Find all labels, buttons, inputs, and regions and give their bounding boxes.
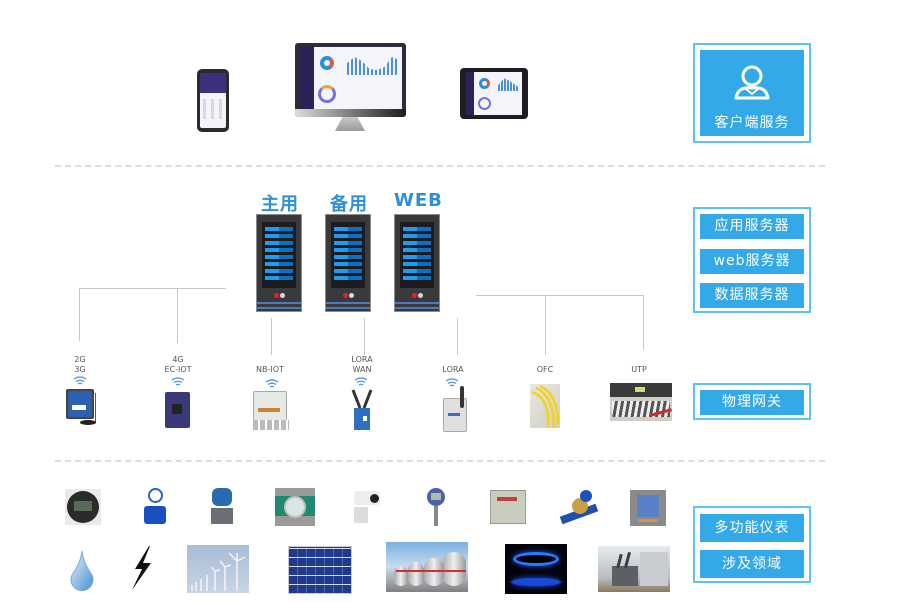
wifi-icon xyxy=(354,377,368,386)
tablet xyxy=(460,68,528,119)
tablet-sidebar xyxy=(466,72,474,115)
server-backup[interactable] xyxy=(325,214,371,312)
app-grid xyxy=(203,99,223,119)
status-led-icon xyxy=(418,293,423,298)
server-label-backup: 备用 xyxy=(330,194,368,215)
tablet-ring-icon xyxy=(478,97,491,110)
substation-transformer-image[interactable] xyxy=(598,546,670,592)
client-service-tag[interactable]: 客户端服务 xyxy=(700,50,804,136)
data-server-tag[interactable]: 数据服务器 xyxy=(700,283,804,308)
layer-divider-1 xyxy=(55,165,825,167)
gas-meter-image[interactable] xyxy=(490,490,526,524)
connector-left-horizontal xyxy=(79,288,226,289)
antenna-base-icon xyxy=(80,420,96,425)
tablet-donut-icon xyxy=(479,78,490,89)
power-led-icon xyxy=(412,293,417,298)
connector-lorawan xyxy=(364,318,365,355)
connector-right-horizontal xyxy=(476,295,644,296)
tablet-screen xyxy=(466,72,522,115)
oval-gear-flowmeter-image[interactable] xyxy=(275,488,315,526)
user-icon xyxy=(734,65,770,100)
solar-panel-image[interactable] xyxy=(288,546,352,594)
gateway-label-lora: LORA xyxy=(442,365,464,374)
lora-antenna-icon xyxy=(460,386,464,408)
status-led-icon xyxy=(280,293,285,298)
web-server-tag[interactable]: web服务器 xyxy=(700,249,804,274)
lightning-bolt-icon xyxy=(132,546,151,590)
smartphone xyxy=(197,69,229,132)
gateway-label-utp: UTP xyxy=(631,365,647,374)
monitor-screen xyxy=(299,47,402,109)
water-drop-icon xyxy=(70,550,94,592)
connector-4g xyxy=(177,288,178,343)
meter-panel: 多功能仪表 涉及领域 xyxy=(693,506,811,583)
gateway-lorawan-device[interactable] xyxy=(350,388,374,432)
desktop-monitor xyxy=(295,43,406,117)
power-led-icon xyxy=(274,293,279,298)
gas-flame-image[interactable] xyxy=(505,544,567,594)
bar-chart-icon xyxy=(347,57,397,75)
connector-utp xyxy=(643,295,644,350)
wifi-icon xyxy=(445,378,459,387)
status-led-icon xyxy=(349,293,354,298)
connector-ofc xyxy=(545,295,546,355)
utp-patch-panel-image[interactable] xyxy=(610,383,673,421)
gateway-4g-device[interactable] xyxy=(165,392,190,428)
pressure-transmitter-image[interactable] xyxy=(209,488,235,528)
server-primary[interactable] xyxy=(256,214,302,312)
monitor-chin xyxy=(295,109,406,117)
gas-storage-tanks-image[interactable] xyxy=(386,542,468,592)
client-service-label: 客户端服务 xyxy=(714,115,790,131)
round-lcd-meter-image[interactable] xyxy=(65,489,101,525)
physical-gateway-tag[interactable]: 物理网关 xyxy=(700,390,804,415)
electromagnetic-flowmeter-image[interactable] xyxy=(141,488,169,526)
multifunction-meter-tag[interactable]: 多功能仪表 xyxy=(700,514,804,542)
client-service-panel: 客户端服务 xyxy=(693,43,811,143)
gateway-2g3g-device[interactable] xyxy=(66,389,94,419)
monitor-stand xyxy=(335,117,365,131)
server-rack-bays xyxy=(262,222,296,288)
power-led-icon xyxy=(343,293,348,298)
server-rack-bays xyxy=(400,222,434,288)
dashboard-sidebar xyxy=(299,47,314,109)
layer-divider-2 xyxy=(55,460,825,462)
wifi-icon xyxy=(171,377,185,386)
server-label-primary: 主用 xyxy=(261,194,299,215)
antenna-icon xyxy=(95,393,96,423)
donut-chart-icon xyxy=(320,56,334,70)
app-header xyxy=(200,73,226,93)
gateway-label-nbiot: NB-IOT xyxy=(256,365,284,374)
involved-domains-tag[interactable]: 涉及领域 xyxy=(700,550,804,578)
ct-clamps-icon xyxy=(253,420,289,430)
smartphone-screen xyxy=(200,73,226,128)
gateway-nbiot-device[interactable] xyxy=(253,391,287,421)
tablet-bars-icon xyxy=(498,78,518,91)
water-meter-image[interactable] xyxy=(558,488,602,526)
app-server-tag[interactable]: 应用服务器 xyxy=(700,214,804,239)
wifi-icon xyxy=(73,376,87,385)
server-rack-bays xyxy=(331,222,365,288)
server-panel: 应用服务器 web服务器 数据服务器 xyxy=(693,207,811,313)
connector-lora xyxy=(457,318,458,355)
connector-nbiot xyxy=(271,318,272,355)
ring-chart-icon xyxy=(318,85,336,103)
fiber-optic-cable-image[interactable] xyxy=(530,384,560,429)
connector-2g3g xyxy=(79,288,80,341)
wifi-icon xyxy=(265,379,279,388)
digital-pressure-gauge-image[interactable] xyxy=(422,488,450,528)
gateway-label-ofc: OFC xyxy=(536,365,554,374)
infrared-sensor-image[interactable] xyxy=(350,489,382,525)
server-web[interactable] xyxy=(394,214,440,312)
gateway-panel: 物理网关 xyxy=(693,383,811,420)
power-panel-meter-image[interactable] xyxy=(630,490,666,526)
wind-turbines-image[interactable] xyxy=(187,545,249,593)
server-label-web: WEB xyxy=(394,190,443,211)
